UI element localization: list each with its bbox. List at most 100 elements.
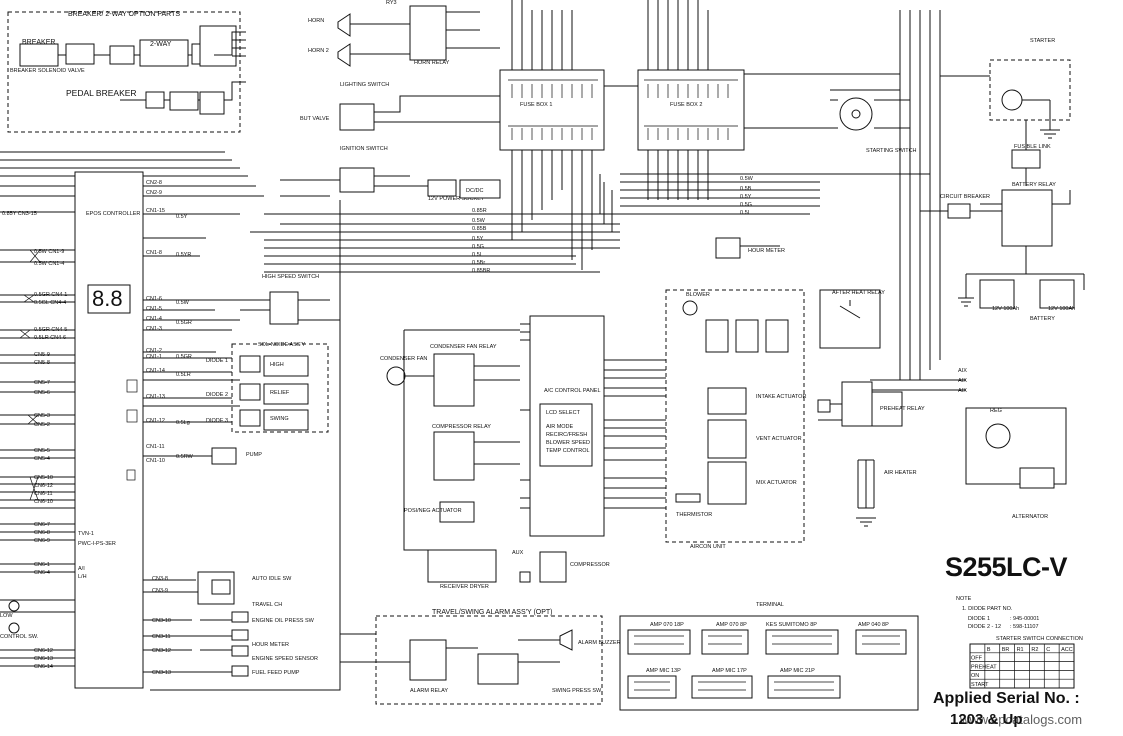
svg-text:CN5-3: CN5-3 [34, 413, 50, 419]
svg-text:CN6-12: CN6-12 [34, 483, 53, 489]
svg-text:BLOWER SPEED: BLOWER SPEED [546, 440, 590, 446]
svg-text:CN1-12: CN1-12 [146, 418, 165, 424]
svg-text:0.5LR: 0.5LR [176, 372, 191, 378]
svg-text:0.85B: 0.85B [472, 226, 487, 232]
svg-text:CN6-4: CN6-4 [34, 570, 50, 576]
svg-text:CN6-13: CN6-13 [34, 656, 53, 662]
svg-text:CN5-5: CN5-5 [34, 448, 50, 454]
svg-text:DIODE 1: DIODE 1 [968, 616, 990, 622]
svg-text:RY3: RY3 [386, 0, 397, 6]
svg-text:CN3-10: CN3-10 [152, 618, 171, 624]
starting-switch: STARTING SWITCH [820, 89, 930, 175]
svg-text:KES SUMITOMO 8P: KES SUMITOMO 8P [766, 622, 817, 628]
svg-text:0.85Y CN3-15: 0.85Y CN3-15 [2, 211, 37, 217]
svg-text:CN1-10: CN1-10 [146, 458, 165, 464]
lighting-switches: LIGHTING SWITCH BUT VALVE IGNITION SWITC… [280, 82, 501, 202]
svg-text:CN2-8: CN2-8 [146, 180, 162, 186]
pedal-breaker-label: PEDAL BREAKER [66, 88, 137, 98]
svg-text:BATTERY RELAY: BATTERY RELAY [1012, 182, 1056, 188]
svg-text:0.5L: 0.5L [740, 210, 751, 216]
epos-label: EPOS CONTROLLER [86, 211, 140, 217]
connector-diagrams: AMP 070 18P AMP 070 8P KES SUMITOMO 8P A… [619, 602, 919, 711]
svg-text:0.5Br: 0.5Br [472, 260, 485, 266]
svg-text:AMP MIC 13P: AMP MIC 13P [646, 668, 681, 674]
svg-text:AMP 040 8P: AMP 040 8P [858, 622, 889, 628]
svg-text:HORN 2: HORN 2 [308, 48, 329, 54]
svg-text:0.5RW: 0.5RW [176, 454, 194, 460]
svg-text:AUX: AUX [512, 550, 524, 556]
condenser-fan: CONDENSER FAN CONDENSER FAN RELAY COMPRE… [380, 329, 520, 551]
svg-text:0.5W CN1-4: 0.5W CN1-4 [34, 261, 64, 267]
after-heat-relay: AFTER HEAT RELAY [819, 289, 885, 349]
svg-text:CN5-9: CN5-9 [34, 352, 50, 358]
svg-text:12V 100Ah: 12V 100Ah [1048, 306, 1075, 312]
svg-text:ALARM BUZZER: ALARM BUZZER [578, 640, 621, 646]
svg-text:0.5W: 0.5W [472, 218, 486, 224]
svg-text:HIGH SPEED SWITCH: HIGH SPEED SWITCH [262, 274, 319, 280]
alternator: REG ALTERNATOR [965, 407, 1067, 520]
svg-text:12V POWER SOCKET: 12V POWER SOCKET [428, 196, 485, 202]
battery-relay: BATTERY RELAY [980, 182, 1071, 274]
svg-text:SOL-NOIDE ASS'Y: SOL-NOIDE ASS'Y [258, 342, 306, 348]
svg-text:CN3-12: CN3-12 [152, 648, 171, 654]
svg-text:0.5B: 0.5B [740, 186, 752, 192]
svg-text:AIX: AIX [958, 388, 967, 394]
svg-text:AFTER HEAT RELAY: AFTER HEAT RELAY [832, 290, 885, 296]
applied-serial-value: 1203 & Up [950, 711, 1023, 728]
svg-text:ALTERNATOR: ALTERNATOR [1012, 514, 1048, 520]
svg-text:0.85R: 0.85R [472, 208, 487, 214]
svg-text:0.5W: 0.5W [740, 176, 754, 182]
svg-text:IGNITION SWITCH: IGNITION SWITCH [340, 146, 388, 152]
svg-text:RECIRC/FRESH: RECIRC/FRESH [546, 432, 587, 438]
svg-text:AIX: AIX [958, 368, 967, 374]
svg-text:CN6-1: CN6-1 [34, 562, 50, 568]
svg-text:CN2-9: CN2-9 [146, 190, 162, 196]
svg-text:LIGHTING SWITCH: LIGHTING SWITCH [340, 82, 389, 88]
svg-text:NOTE: NOTE [956, 596, 972, 602]
svg-text:CN1-11: CN1-11 [146, 444, 165, 450]
epos-display: 8.8 [92, 286, 123, 311]
svg-text:CN1-15: CN1-15 [146, 208, 165, 214]
svg-text:DIODE 2: DIODE 2 [206, 392, 228, 398]
svg-text:INTAKE ACTUATOR: INTAKE ACTUATOR [756, 394, 806, 400]
svg-text:0.85BR: 0.85BR [472, 268, 490, 274]
ac-control-panel: A/C CONTROL PANEL LCD SELECT AIR MODE RE… [520, 315, 605, 537]
svg-text:L/H: L/H [78, 574, 87, 580]
svg-text:STARTER SWITCH CONNECTION: STARTER SWITCH CONNECTION [996, 636, 1083, 642]
svg-text:CN5-2: CN5-2 [34, 422, 50, 428]
pump-component: PUMP [211, 447, 262, 465]
main-harness-bus: 0.85R 0.5W 0.85B 0.5Y 0.5G 0.5L 0.5Br 0.… [250, 173, 820, 274]
svg-text:AMP 070 18P: AMP 070 18P [650, 622, 684, 628]
svg-text:PWC-I-PS-3ER: PWC-I-PS-3ER [78, 541, 116, 547]
website-watermark: www.epcatalogs.com [960, 712, 1083, 727]
table-col-header: R2 [1031, 647, 1038, 653]
table-row-header: ON [971, 673, 979, 679]
svg-text:HORN: HORN [308, 18, 324, 24]
svg-text:COMPRESSOR: COMPRESSOR [570, 562, 610, 568]
svg-text:: 945-00001: : 945-00001 [1010, 616, 1039, 622]
starter: STARTER [940, 38, 1071, 139]
svg-text:ALARM RELAY: ALARM RELAY [410, 688, 448, 694]
svg-text:BUT VALVE: BUT VALVE [300, 116, 330, 122]
svg-text:0.5YR: 0.5YR [176, 252, 191, 258]
applied-serial-label: Applied Serial No. : [933, 690, 1080, 707]
svg-text:CN3-9: CN3-9 [152, 588, 168, 594]
svg-text:HOUR METER: HOUR METER [252, 642, 289, 648]
svg-text:TVN-1: TVN-1 [78, 531, 94, 537]
svg-text:CN5-6: CN5-6 [34, 390, 50, 396]
svg-text:CN6-12: CN6-12 [34, 648, 53, 654]
epos-right-pins: CN2-8 CN2-9 CN1-15 CN1-8 CN1-6 CN1-5 CN1… [143, 180, 260, 676]
svg-text:CIRCUIT BREAKER: CIRCUIT BREAKER [940, 194, 990, 200]
svg-text:CN5-4: CN5-4 [34, 456, 50, 462]
svg-text:CN1-8: CN1-8 [146, 250, 162, 256]
svg-text:0.5Y: 0.5Y [740, 194, 752, 200]
svg-text:FUSIBLE LINK: FUSIBLE LINK [1014, 144, 1051, 150]
model-title: S255LC-V [945, 552, 1068, 582]
svg-text:CN1-5: CN1-5 [146, 306, 162, 312]
svg-text:AIX: AIX [958, 378, 967, 384]
fusible-link: FUSIBLE LINK [1011, 120, 1051, 186]
epos-controller: EPOS CONTROLLER 8.8 0.85Y CN3-15 0.5W CN… [0, 171, 144, 689]
svg-text:AMP 070 8P: AMP 070 8P [716, 622, 747, 628]
travel-alarm-assembly: TRAVEL/SWING ALARM ASS'Y (OPT) ALARM REL… [340, 609, 621, 705]
